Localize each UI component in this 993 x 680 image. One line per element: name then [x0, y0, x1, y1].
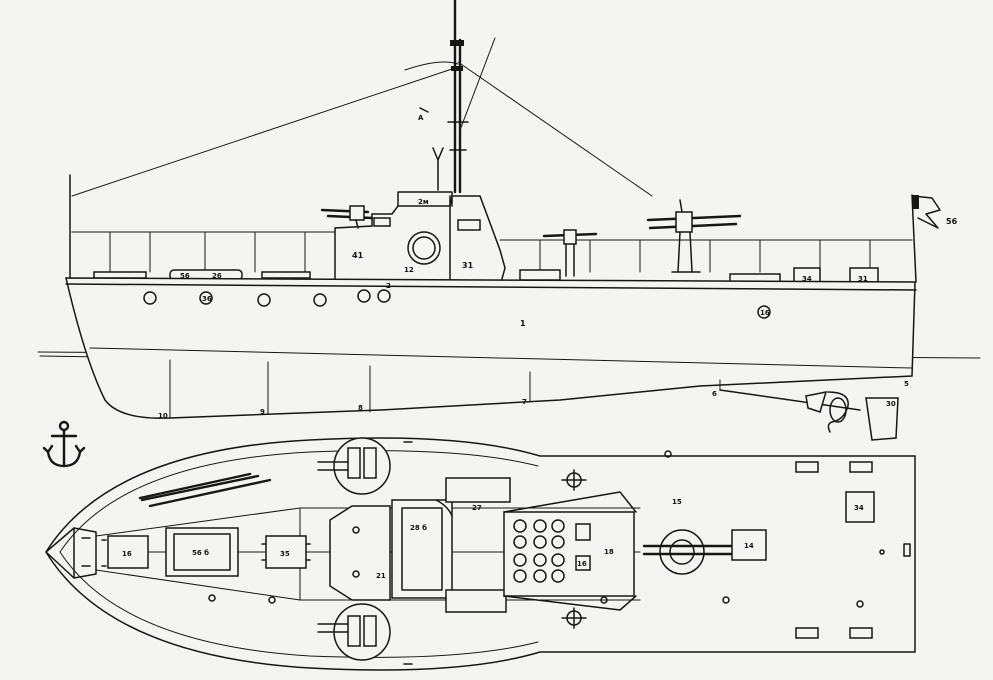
- label-mast-top: A: [418, 114, 424, 122]
- plan-label-deck-fwd: 21: [376, 572, 386, 580]
- plan-label-hatch: 56 б: [192, 549, 209, 557]
- plan-label-racks-small: 16: [577, 560, 587, 568]
- propeller-icon: [829, 397, 847, 423]
- forward-gun: [320, 205, 374, 229]
- label-small-a: 12: [404, 266, 414, 274]
- label-keel-fwd: 10: [158, 412, 168, 420]
- label-keel-e: 5: [904, 380, 909, 388]
- plan-label-fwd-locker: 35: [280, 550, 290, 558]
- label-keel-d: 6: [712, 390, 717, 398]
- plan-label-bridge-side: 28 б: [410, 524, 427, 532]
- label-bridge: 41: [352, 251, 364, 260]
- rigging-backstay: [457, 61, 653, 197]
- label-keel-b: 8: [358, 404, 363, 412]
- mid-gun: [542, 229, 598, 277]
- anchor-icon: [42, 420, 86, 468]
- plan-label-stern-box: 34: [854, 504, 864, 512]
- plan-gun-starboard: [317, 603, 391, 661]
- label-keel-a: 9: [260, 408, 265, 416]
- label-cabin-roof-a: 56: [180, 272, 190, 280]
- label-hull: 1: [520, 319, 526, 328]
- label-rudder: 30: [886, 400, 896, 408]
- plan-racks: [503, 511, 635, 597]
- plan-label-bow: 16: [122, 550, 132, 558]
- label-keel-c: 7: [522, 398, 527, 406]
- plan-gun-port: [317, 437, 391, 495]
- label-locker-b: 31: [858, 275, 868, 283]
- deck-plan: [45, 437, 916, 671]
- label-small-b: 2: [386, 282, 391, 290]
- label-deckhouse-top: 2м: [418, 198, 429, 206]
- plan-aft-gun: [642, 529, 742, 575]
- plan-label-racks: 18: [604, 548, 614, 556]
- rudder: [865, 397, 899, 441]
- plan-label-deck-aft: 15: [672, 498, 682, 506]
- rigging-forestay: [71, 67, 456, 197]
- plan-bridge: [391, 499, 453, 599]
- aft-gun: [646, 199, 742, 273]
- plan-label-bridge-no: 27: [472, 504, 482, 512]
- hull-side: [65, 277, 916, 419]
- label-locker-a: 34: [802, 275, 812, 283]
- label-flag: 56: [946, 217, 958, 226]
- label-porthole-aft: 16: [760, 309, 770, 317]
- side-elevation: [37, 0, 981, 441]
- plan-hatch: [165, 527, 239, 577]
- deck-outline: [45, 437, 916, 671]
- label-wheelhouse: 31: [462, 261, 474, 270]
- label-cabin-roof-b: 26: [212, 272, 222, 280]
- plan-label-aft-locker: 14: [744, 542, 754, 550]
- label-porthole-fwd: 36: [202, 295, 212, 303]
